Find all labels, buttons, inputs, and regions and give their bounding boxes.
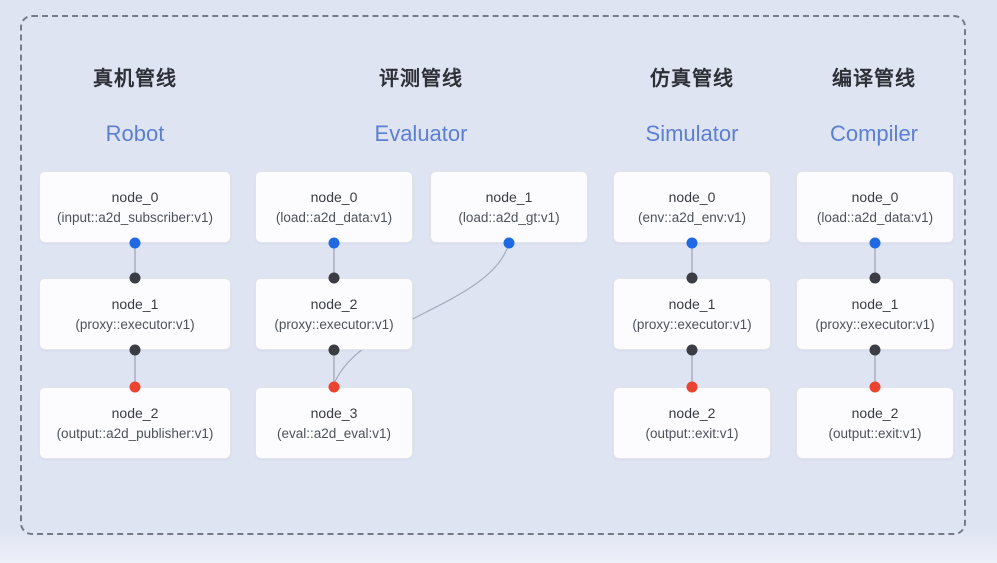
node-name: node_1 bbox=[668, 296, 716, 312]
node-name: node_0 bbox=[851, 189, 899, 205]
node-type: (load::a2d_data:v1) bbox=[275, 210, 393, 225]
node-box-evaluator-node2: node_2 (proxy::executor:v1) bbox=[255, 278, 413, 350]
node-box-evaluator-node0: node_0 (load::a2d_data:v1) bbox=[255, 171, 413, 243]
node-type: (output::a2d_publisher:v1) bbox=[56, 426, 214, 441]
node-type: (proxy::executor:v1) bbox=[274, 317, 394, 332]
node-name: node_1 bbox=[485, 189, 533, 205]
node-box-simulator-node0: node_0 (env::a2d_env:v1) bbox=[613, 171, 771, 243]
node-box-compiler-node1: node_1 (proxy::executor:v1) bbox=[796, 278, 954, 350]
node-box-evaluator-node1: node_1 (load::a2d_gt:v1) bbox=[430, 171, 588, 243]
node-type: (load::a2d_gt:v1) bbox=[458, 210, 560, 225]
node-type: (load::a2d_data:v1) bbox=[816, 210, 934, 225]
node-box-robot-node2: node_2 (output::a2d_publisher:v1) bbox=[39, 387, 231, 459]
dashed-border-frame bbox=[20, 15, 966, 535]
pipeline-title-zh-compiler: 编译管线 bbox=[832, 68, 916, 90]
node-name: node_0 bbox=[111, 189, 159, 205]
node-name: node_2 bbox=[310, 296, 358, 312]
pipeline-title-en-evaluator: Evaluator bbox=[374, 121, 468, 146]
node-box-simulator-node2: node_2 (output::exit:v1) bbox=[613, 387, 771, 459]
node-name: node_2 bbox=[111, 405, 159, 421]
node-box-compiler-node0: node_0 (load::a2d_data:v1) bbox=[796, 171, 954, 243]
node-name: node_0 bbox=[310, 189, 358, 205]
node-box-evaluator-node3: node_3 (eval::a2d_eval:v1) bbox=[255, 387, 413, 459]
node-type: (output::exit:v1) bbox=[645, 426, 739, 441]
node-name: node_1 bbox=[851, 296, 899, 312]
node-box-robot-node0: node_0 (input::a2d_subscriber:v1) bbox=[39, 171, 231, 243]
node-type: (proxy::executor:v1) bbox=[815, 317, 935, 332]
node-name: node_2 bbox=[668, 405, 716, 421]
pipeline-title-zh-evaluator: 评测管线 bbox=[379, 68, 463, 90]
pipeline-title-zh-simulator: 仿真管线 bbox=[650, 68, 734, 90]
node-type: (input::a2d_subscriber:v1) bbox=[56, 210, 214, 225]
node-name: node_0 bbox=[668, 189, 716, 205]
node-name: node_2 bbox=[851, 405, 899, 421]
node-type: (output::exit:v1) bbox=[828, 426, 922, 441]
node-box-compiler-node2: node_2 (output::exit:v1) bbox=[796, 387, 954, 459]
node-name: node_1 bbox=[111, 296, 159, 312]
pipeline-title-en-compiler: Compiler bbox=[829, 121, 919, 146]
pipeline-title-en-simulator: Simulator bbox=[645, 121, 739, 146]
node-type: (eval::a2d_eval:v1) bbox=[276, 426, 392, 441]
node-type: (env::a2d_env:v1) bbox=[637, 210, 747, 225]
node-type: (proxy::executor:v1) bbox=[632, 317, 752, 332]
node-box-robot-node1: node_1 (proxy::executor:v1) bbox=[39, 278, 231, 350]
pipeline-title-en-robot: Robot bbox=[105, 121, 165, 146]
node-type: (proxy::executor:v1) bbox=[75, 317, 195, 332]
node-box-simulator-node1: node_1 (proxy::executor:v1) bbox=[613, 278, 771, 350]
pipeline-title-zh-robot: 真机管线 bbox=[93, 68, 177, 90]
node-name: node_3 bbox=[310, 405, 358, 421]
